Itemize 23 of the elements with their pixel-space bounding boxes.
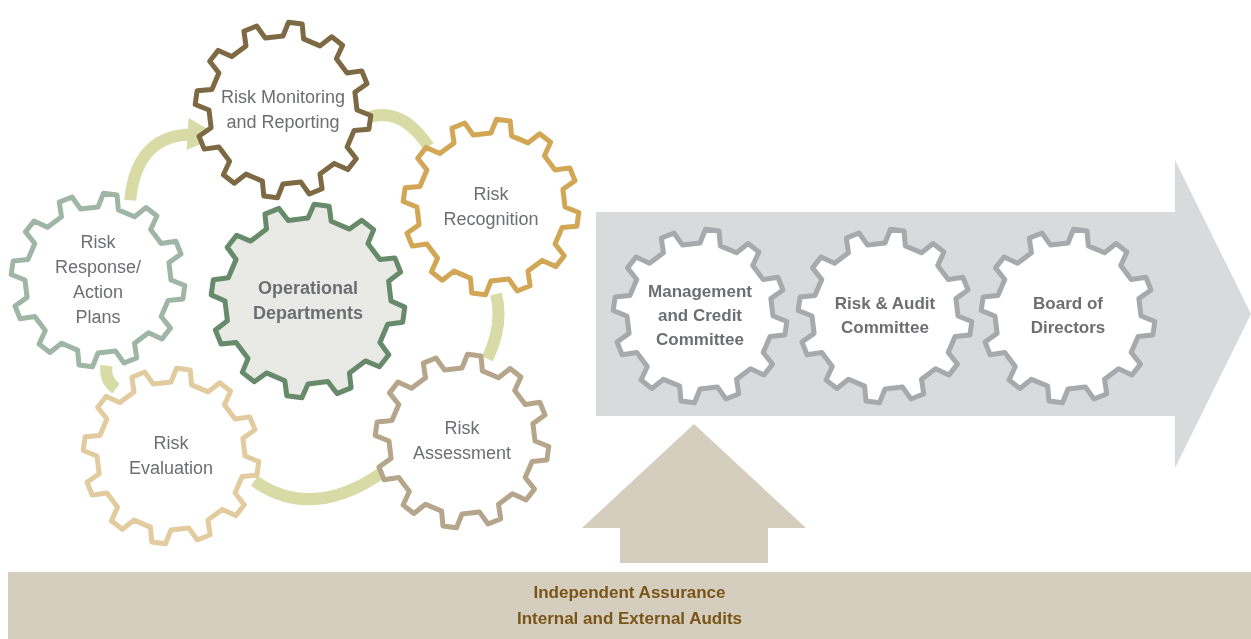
gear-label: Risk Response/ Action Plans	[53, 230, 143, 330]
block-arrow-band	[596, 160, 1251, 468]
gear-node	[610, 226, 790, 406]
gear-label: Risk Assessment	[411, 416, 512, 465]
gear-label: Risk Monitoring and Reporting	[219, 85, 346, 134]
gear-node	[192, 19, 374, 201]
gear-node	[372, 351, 552, 531]
footer-bar	[8, 572, 1251, 639]
gear-node	[8, 190, 188, 370]
gear-label: Board of Directors	[1029, 293, 1107, 339]
gear-node	[80, 365, 262, 547]
gear-label: Risk Evaluation	[127, 431, 215, 480]
gear-label: Operational Departments	[252, 276, 364, 325]
gear-label: Risk Recognition	[442, 182, 540, 231]
gear-label: Management and Credit Committee	[647, 281, 753, 351]
gear-node	[400, 116, 582, 298]
block-arrow	[582, 424, 806, 563]
bar-label: Internal and External Audits	[516, 607, 743, 630]
gear-node	[208, 201, 408, 401]
gear-label: Risk & Audit Committee	[833, 293, 937, 339]
bar-label: Independent Assurance	[533, 582, 726, 604]
gear-node	[795, 226, 975, 406]
gear-node	[978, 226, 1158, 406]
